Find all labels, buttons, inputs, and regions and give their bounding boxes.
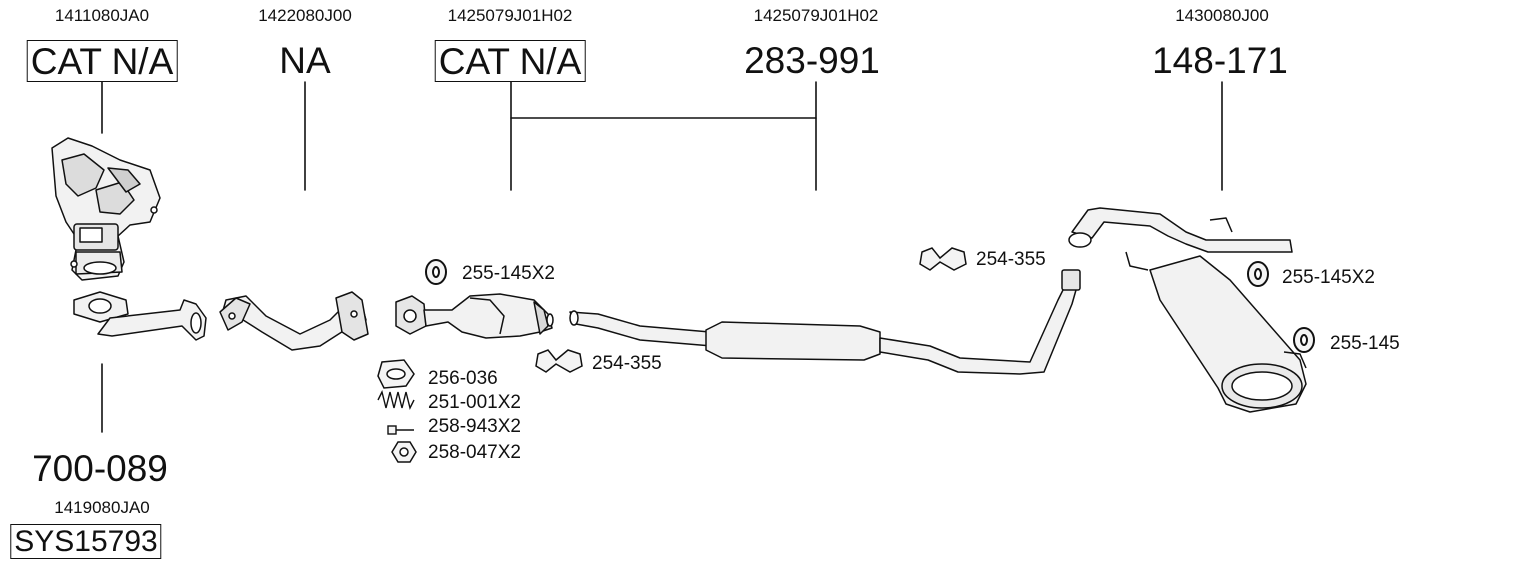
accessory-gasket[interactable]: 256-036 [428, 368, 498, 389]
accessory-hanger-left[interactable]: 255-145X2 [462, 263, 555, 284]
gasket-icon [377, 359, 415, 389]
bolt-icon [387, 425, 414, 435]
accessory-bolt[interactable]: 258-943X2 [428, 416, 521, 437]
part-number-front-pipe[interactable]: NA [279, 40, 331, 81]
accessory-clamp-middle[interactable]: 254-355 [592, 353, 662, 374]
pipe-clamp-middle-icon [535, 349, 583, 373]
rubber-hanger-icon [425, 259, 447, 285]
system-number[interactable]: SYS15793 [10, 524, 162, 559]
accessory-spring[interactable]: 251-001X2 [428, 392, 521, 413]
front-pipe-left-part [73, 291, 207, 341]
front-pipe-part [219, 291, 369, 351]
part-number-bottom[interactable]: 700-089 [32, 448, 168, 489]
accessory-nut[interactable]: 258-047X2 [428, 442, 521, 463]
rubber-hanger-right-icon [1247, 261, 1269, 287]
rubber-hanger-rear-icon [1293, 327, 1315, 353]
oem-number-system: 1419080JA0 [54, 498, 150, 517]
nut-icon [391, 441, 417, 463]
part-number-rear[interactable]: 148-171 [1152, 40, 1288, 81]
accessory-hanger-rear[interactable]: 255-145 [1330, 333, 1400, 354]
oem-number-rear: 1430080J00 [1175, 6, 1269, 25]
oem-number-front-pipe: 1422080J00 [258, 6, 352, 25]
spring-icon [377, 389, 415, 411]
accessory-hanger-right[interactable]: 255-145X2 [1282, 267, 1375, 288]
part-number-catalyst[interactable]: CAT N/A [434, 40, 586, 82]
rear-silencer-part [1068, 207, 1307, 413]
part-number-manifold[interactable]: CAT N/A [26, 40, 178, 82]
oem-number-middle: 1425079J01H02 [753, 6, 879, 25]
part-number-middle[interactable]: 283-991 [744, 40, 880, 81]
pipe-clamp-right-icon [919, 247, 967, 271]
middle-section-part [569, 269, 1081, 375]
accessory-clamp-right[interactable]: 254-355 [976, 249, 1046, 270]
exhaust-manifold-part [51, 137, 161, 281]
oem-number-catalyst: 1425079J01H02 [447, 6, 573, 25]
oem-number-manifold: 1411080JA0 [54, 6, 150, 25]
catalytic-converter-part [395, 293, 554, 339]
